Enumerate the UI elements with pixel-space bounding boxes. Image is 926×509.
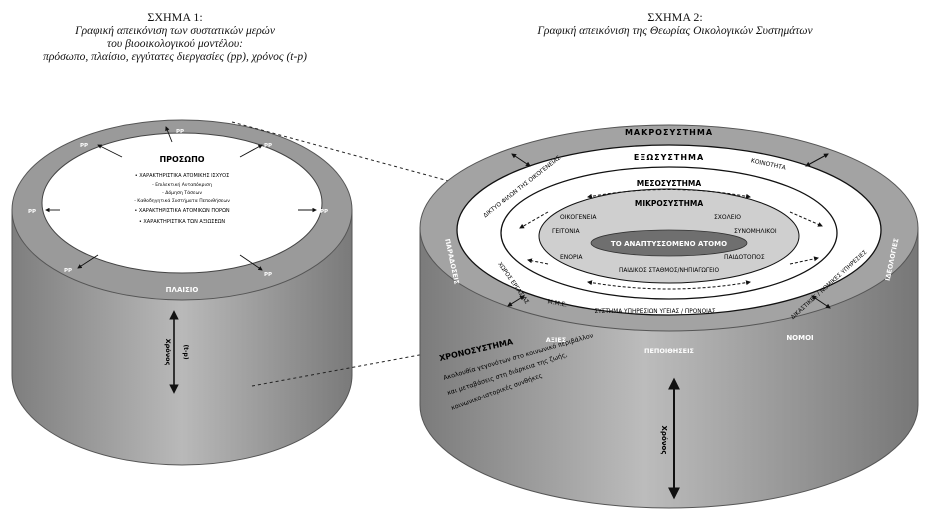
exo-health: ΣΥΣΤΗΜΑ ΥΠΗΡΕΣΙΩΝ ΥΓΕΙΑΣ / ΠΡΟΝΟΙΑΣ xyxy=(594,309,715,315)
micro-label: ΜΙΚΡΟΣΥΣΤΗΜΑ xyxy=(635,199,703,208)
macro-values: ΑΞΙΕΣ xyxy=(546,336,566,344)
fig1-person-line: • ΧΑΡΑΚΤΗΡΙΣΤΙΚΑ ΑΤΟΜΙΚΗΣ ΙΣΧΥΟΣ xyxy=(135,173,230,179)
fig1-context-label: ΠΛΑΙΣΙΟ xyxy=(166,286,199,294)
micro-family: ΟΙΚΟΓΕΝΕΙΑ xyxy=(560,214,597,221)
micro-school: ΣΧΟΛΕΙΟ xyxy=(714,214,741,221)
connector-bottom xyxy=(251,345,469,387)
fig2-time-label: Χρόνος xyxy=(660,426,668,455)
fig2-meso-arrows xyxy=(519,189,823,290)
pp-label: PP xyxy=(80,143,88,149)
micro-peers: ΣΥΝΟΜΗΛΙΚΟΙ xyxy=(734,228,777,235)
micro-parish: ΕΝΟΡΙΑ xyxy=(560,254,583,261)
fig1-subtitle-line: Γραφική απεικόνιση των συστατικών μερών xyxy=(75,25,275,37)
micro-nursery: ΠΑΙΔΙΚΟΣ ΣΤΑΘΜΟΣ/ΝΗΠΙΑΓΩΓΕΙΟ xyxy=(619,268,719,274)
fig2-cylinder xyxy=(419,124,919,509)
micro-pediatrician: ΠΑΙΔΟΤΟΠΟΣ xyxy=(724,254,765,261)
meso-label: ΜΕΣΟΣΥΣΤΗΜΑ xyxy=(637,179,702,188)
macro-laws: ΝΟΜΟΙ xyxy=(786,334,813,342)
pp-label: PP xyxy=(176,129,184,135)
fig1-time-sub: (t-p) xyxy=(182,344,189,359)
exo-media: Μ.Μ.Ε. xyxy=(547,298,568,308)
pp-label: PP xyxy=(320,209,328,215)
fig1-subtitle-line: του βιοοικολογικού μοντέλου: xyxy=(107,38,243,50)
fig1-person-line: • ΧΑΡΑΚΤΗΡΙΣΤΙΚΑ ΤΩΝ ΑΞΙΩΣΕΩΝ xyxy=(139,219,226,225)
pp-label: PP xyxy=(264,143,272,149)
fig2-caption: ΣΧΗΜΑ 2: Γραφική απεικόνιση της Θεωρίας … xyxy=(440,10,910,38)
fig1-title: ΣΧΗΜΑ 1: xyxy=(147,10,203,24)
fig1-person-line: - Δόμηση Τάσεων xyxy=(162,189,202,196)
fig2-exo-arrows xyxy=(507,153,831,309)
pp-label: PP xyxy=(64,268,72,274)
pp-label: PP xyxy=(264,272,272,278)
fig1-person-title: ΠΡΟΣΩΠΟ xyxy=(159,155,204,164)
fig1-subtitle-line: πρόσωπο, πλαίσιο, εγγύτατες διεργασίες (… xyxy=(43,51,307,63)
fig1-cylinder xyxy=(11,119,353,466)
person-label: ΤΟ ΑΝΑΠΤΥΣΣΟΜΕΝΟ ΑΤΟΜΟ xyxy=(611,240,727,248)
macro-label: ΜΑΚΡΟΣΥΣΤΗΜΑ xyxy=(625,128,713,137)
fig1-caption: ΣΧΗΜΑ 1: Γραφική απεικόνιση των συστατικ… xyxy=(10,10,340,64)
macro-beliefs: ΠΕΠΟΙΘΗΣΕΙΣ xyxy=(644,347,694,355)
fig1-person-line: - Επιλεκτική Ανταπόκριση xyxy=(152,181,212,188)
pp-label: PP xyxy=(28,209,36,215)
fig2-subtitle: Γραφική απεικόνιση της Θεωρίας Οικολογικ… xyxy=(537,25,813,37)
fig1-time-label: Χρόνος xyxy=(164,339,172,366)
fig1-person-line: - Καθοδηγητικά Συστήματα Πεποιθήσεων xyxy=(134,197,230,204)
exo-label: ΕΞΩΣΥΣΤΗΜΑ xyxy=(634,153,704,162)
fig1-pp-labels: PP PP PP PP PP PP PP xyxy=(28,129,328,278)
fig2-title: ΣΧΗΜΑ 2: xyxy=(647,10,703,24)
fig1-pp-arrows xyxy=(45,126,317,271)
micro-neighborhood: ΓΕΙΤΟΝΙΑ xyxy=(552,228,581,235)
fig1-person-line: • ΧΑΡΑΚΤΗΡΙΣΤΙΚΑ ΑΤΟΜΙΚΩΝ ΠΟΡΩΝ xyxy=(134,208,230,214)
